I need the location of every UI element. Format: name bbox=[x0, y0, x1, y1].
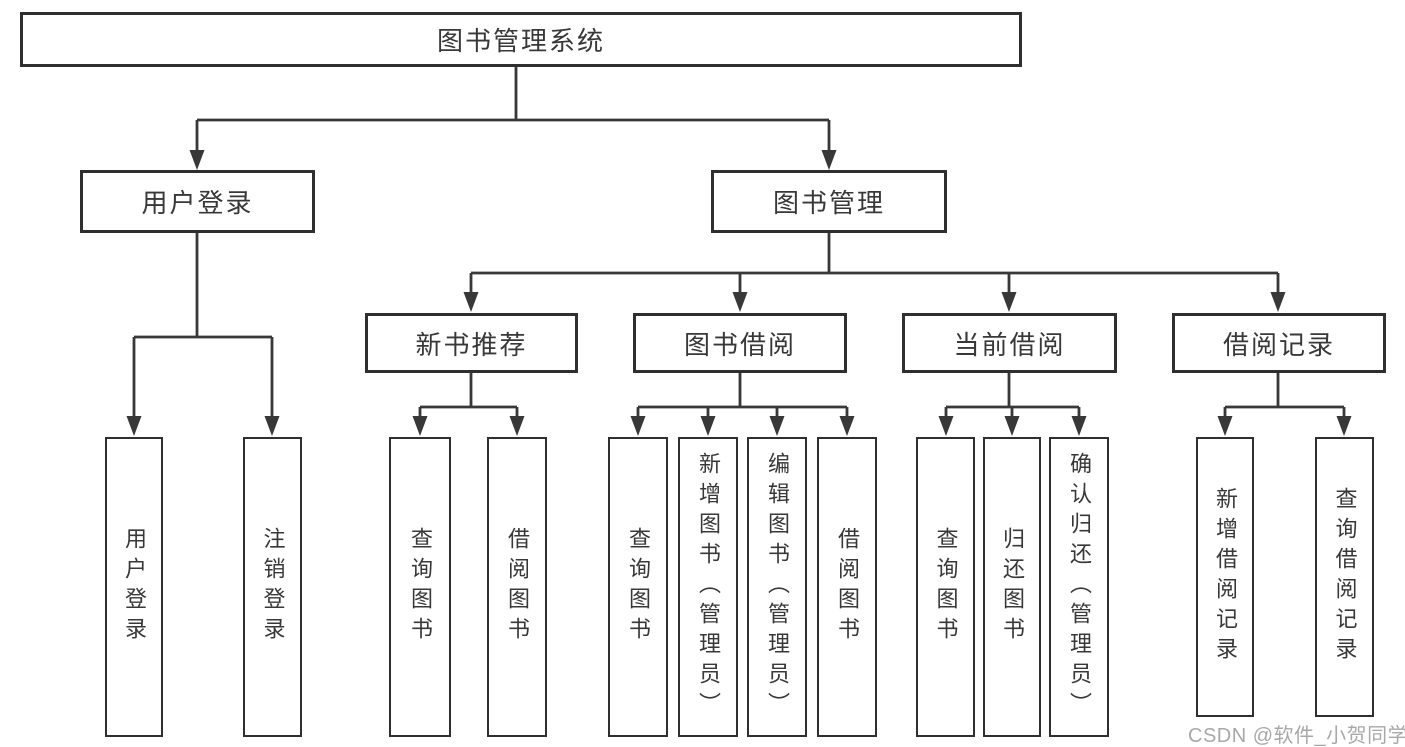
leaf-edit-book-admin: 编辑图书（管理员） bbox=[747, 437, 807, 737]
leaf-user-login: 用户登录 bbox=[105, 437, 163, 737]
node-label: 图书管理系统 bbox=[436, 26, 605, 56]
leaf-label: 编辑图书（管理员） bbox=[765, 452, 790, 722]
leaf-query-books-2: 查询图书 bbox=[608, 437, 668, 737]
node-borrow-records: 借阅记录 bbox=[1172, 313, 1386, 373]
node-label: 当前借阅 bbox=[953, 329, 1066, 360]
node-label: 用户登录 bbox=[141, 188, 254, 218]
leaf-label: 注销登录 bbox=[260, 527, 286, 647]
leaf-label: 查询借阅记录 bbox=[1332, 487, 1358, 667]
leaf-label: 查询图书 bbox=[626, 527, 651, 647]
node-book-mgmt: 图书管理 bbox=[711, 170, 947, 233]
node-new-book-recommend: 新书推荐 bbox=[365, 313, 578, 373]
leaf-label: 借阅图书 bbox=[505, 527, 530, 647]
leaf-confirm-return-admin: 确认归还（管理员） bbox=[1049, 437, 1109, 737]
leaf-label: 用户登录 bbox=[122, 527, 147, 647]
leaf-label: 查询图书 bbox=[408, 527, 433, 647]
leaf-add-book-admin: 新增图书（管理员） bbox=[678, 437, 738, 737]
leaf-label: 确认归还（管理员） bbox=[1067, 452, 1092, 722]
leaf-label: 借阅图书 bbox=[835, 527, 860, 647]
leaf-logout: 注销登录 bbox=[243, 437, 302, 737]
leaf-borrow-books-1: 借阅图书 bbox=[487, 437, 547, 737]
node-library-system: 图书管理系统 bbox=[20, 12, 1022, 67]
node-label: 新书推荐 bbox=[415, 329, 528, 360]
node-label: 图书借阅 bbox=[683, 329, 796, 360]
leaf-label: 查询图书 bbox=[933, 527, 959, 647]
leaf-query-books-3: 查询图书 bbox=[916, 437, 975, 737]
leaf-query-books-1: 查询图书 bbox=[389, 437, 451, 737]
node-book-borrow: 图书借阅 bbox=[633, 313, 847, 373]
leaf-label: 新增图书（管理员） bbox=[696, 452, 721, 722]
node-user-login: 用户登录 bbox=[80, 170, 315, 233]
csdn-watermark: CSDN @软件_小贺同学 bbox=[1188, 725, 1405, 747]
node-label: 借阅记录 bbox=[1222, 329, 1335, 360]
leaf-query-borrow-record: 查询借阅记录 bbox=[1315, 437, 1374, 717]
leaf-return-book: 归还图书 bbox=[983, 437, 1041, 737]
leaf-label: 新增借阅记录 bbox=[1213, 487, 1238, 667]
node-label: 图书管理 bbox=[772, 188, 885, 218]
node-current-borrow: 当前借阅 bbox=[902, 313, 1117, 373]
leaf-add-borrow-record: 新增借阅记录 bbox=[1196, 437, 1254, 717]
leaf-label: 归还图书 bbox=[1000, 527, 1025, 647]
leaf-borrow-books-2: 借阅图书 bbox=[817, 437, 877, 737]
